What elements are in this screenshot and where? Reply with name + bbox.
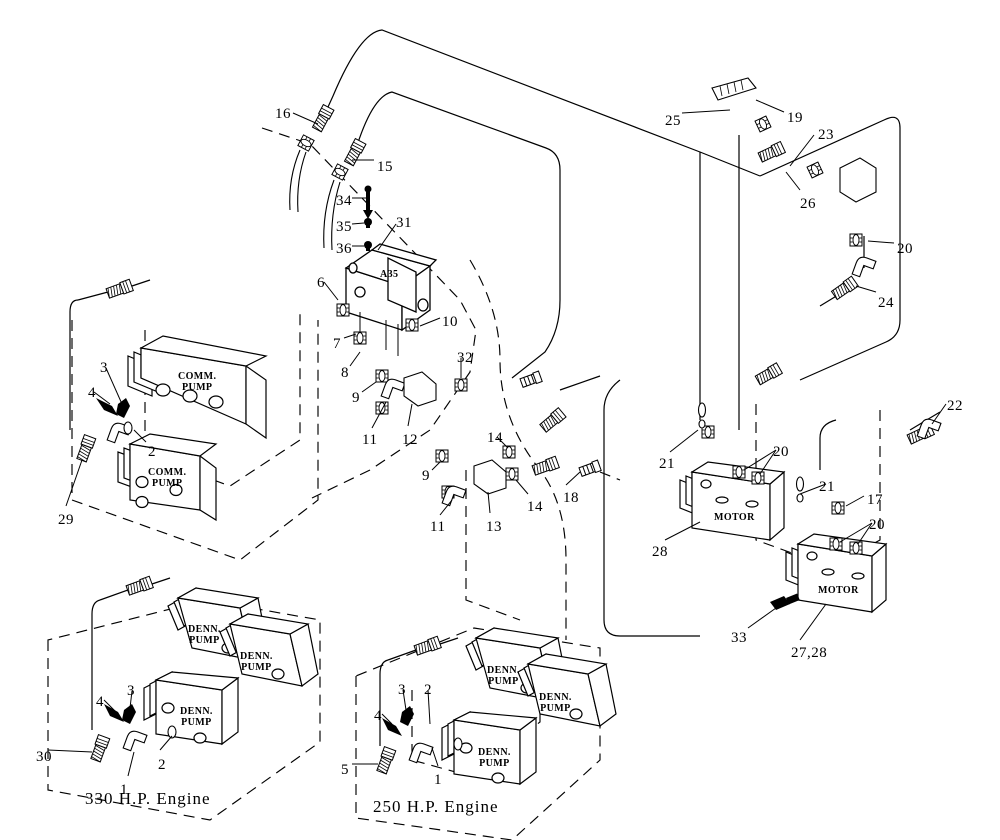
equipment-label-line1: A35 [380,269,399,280]
equipment-label-line1: MOTOR [714,512,755,523]
callout-number: 6 [317,275,325,291]
callout-number: 2 [148,444,156,460]
callout-number: 33 [731,630,747,646]
callout-number: 18 [563,490,579,506]
callout-number: 26 [800,196,816,212]
equipment-label: DENN.PUMP [539,692,572,714]
engine-caption: 250 H.P. Engine [373,797,499,816]
callout-number: 2 [158,757,166,773]
callout-number: 29 [58,512,74,528]
equipment-label-line2: PUMP [189,634,220,646]
equipment-label-line1: DENN. [487,665,520,676]
callout-number: 11 [430,519,446,535]
callout-number: 21 [659,456,675,472]
callout-number: 8 [341,365,349,381]
equipment-label-line2: PUMP [181,381,213,393]
callout-number: 5 [341,762,349,778]
equipment-label-line2: PUMP [540,702,571,714]
equipment-label: COMM.PUMP [148,467,187,489]
equipment-label-line1: MOTOR [818,585,859,596]
equipment-label: COMM.PUMP [178,371,217,393]
callout-number: 23 [818,127,834,143]
callout-number: 19 [787,110,803,126]
equipment-label-line2: PUMP [151,477,183,489]
equipment-label: MOTOR [714,512,755,524]
callout-number: 15 [377,159,393,175]
equipment-label: DENN.PUMP [180,706,213,728]
callout-number: 2 [424,682,432,698]
equipment-label-line2: PUMP [181,716,212,728]
callout-number: 20 [869,517,885,533]
callout-number: 31 [396,215,412,231]
callout-number: 32 [457,350,473,366]
callout-number: 16 [275,106,291,122]
callout-number: 4 [374,708,382,724]
callout-number: 11 [362,432,378,448]
equipment-label: DENN.PUMP [240,651,273,673]
equipment-label-line1: DENN. [240,651,273,662]
callout-number: 3 [127,683,135,699]
callout-number: 17 [867,492,883,508]
equipment-label-line2: PUMP [241,661,272,673]
equipment-label: MOTOR [818,585,859,597]
callout-number: 9 [352,390,360,406]
callout-number: 4 [88,385,96,401]
callout-number: 35 [336,219,352,235]
callout-number: 14 [487,430,503,446]
callout-number: 27,28 [791,645,828,661]
callout-number: 12 [402,432,418,448]
engine-caption: 330 H.P. Engine [85,789,211,808]
callout-number: 13 [486,519,502,535]
equipment-label-line2: PUMP [479,757,510,769]
callout-number: 4 [96,694,104,710]
callout-number: 30 [36,749,52,765]
callout-number: 34 [336,193,352,209]
callout-number: 9 [422,468,430,484]
callout-number: 3 [398,682,406,698]
equipment-label-line2: PUMP [488,675,519,687]
callout-number: 24 [878,295,894,311]
equipment-label-line1: COMM. [178,371,217,382]
equipment-label-line1: DENN. [180,706,213,717]
callout-number: 22 [947,398,963,414]
equipment-label: DENN.PUMP [188,624,221,646]
callout-number: 36 [336,241,352,257]
callout-number: 21 [819,479,835,495]
callout-number: 3 [100,360,108,376]
callout-number: 28 [652,544,668,560]
callout-number: 14 [527,499,543,515]
callout-number: 20 [897,241,913,257]
equipment-label: DENN.PUMP [478,747,511,769]
callout-number: 25 [665,113,681,129]
equipment-label-line1: COMM. [148,467,187,478]
callout-number: 1 [120,782,128,798]
callout-number: 1 [434,772,442,788]
callout-number: 10 [442,314,458,330]
equipment-label: DENN.PUMP [487,665,520,687]
equipment-label: A35 [380,269,399,281]
callout-number: 7 [333,336,341,352]
equipment-label-line1: DENN. [539,692,572,703]
equipment-label-line1: DENN. [478,747,511,758]
callout-number: 20 [773,444,789,460]
equipment-label-line1: DENN. [188,624,221,635]
